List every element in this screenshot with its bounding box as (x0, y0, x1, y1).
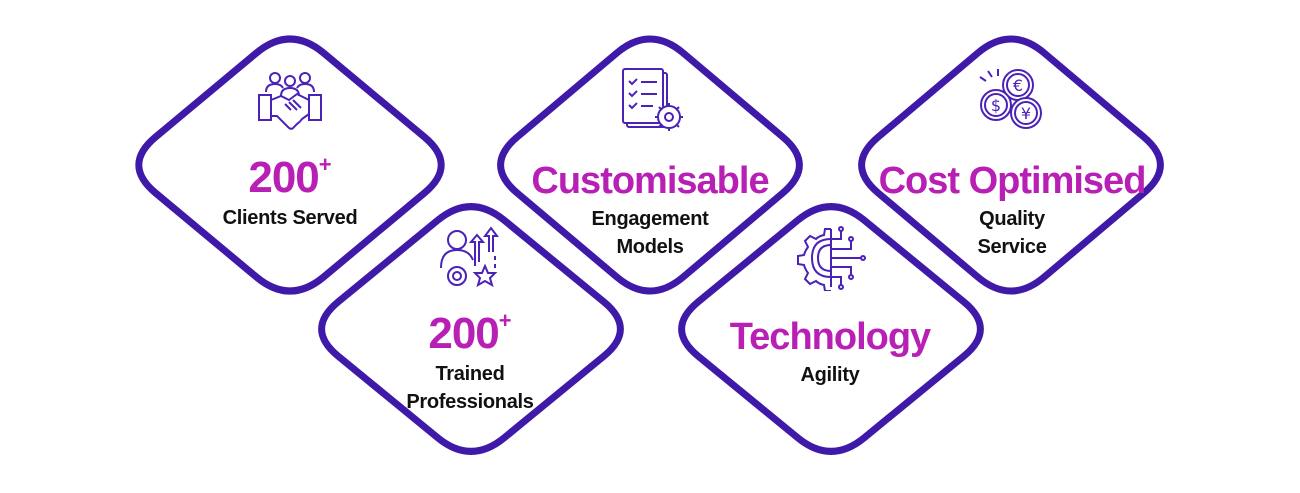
card-subtitle-line-2: Professionals (406, 391, 534, 413)
diamond-frame-4 (678, 203, 984, 455)
card-clients-served: 200+ Clients Served (140, 152, 440, 232)
card-headline: Cost Optimised (878, 160, 1147, 202)
card-technology-agility: Technology Agility (660, 318, 1000, 389)
card-subtitle-line-2: Models (616, 236, 684, 258)
card-headline: 200+ (428, 308, 512, 358)
card-subtitle: Agility (800, 364, 860, 386)
card-trained-professionals: 200+ Trained Professionals (320, 308, 620, 416)
diamond-frame-3 (497, 35, 803, 295)
currency-coins-icon: € $ ¥ (974, 67, 1046, 133)
diamond-halo (138, 39, 442, 291)
svg-text:¥: ¥ (1021, 104, 1031, 123)
card-subtitle: Clients Served (222, 207, 358, 229)
diamond-frame-2 (318, 203, 624, 455)
card-headline: 200+ (248, 152, 332, 202)
svg-text:$: $ (991, 96, 1001, 115)
diamond-frame-5 (858, 35, 1164, 295)
card-subtitle-line-1: Quality (979, 208, 1045, 230)
card-cost-optimised: Cost Optimised Quality Service (842, 162, 1182, 261)
handshake-team-icon (257, 70, 323, 132)
tech-gear-circuit-icon (797, 225, 867, 291)
card-subtitle-line-2: Service (977, 236, 1047, 258)
svg-text:€: € (1013, 76, 1023, 95)
card-customisable: Customisable Engagement Models (480, 162, 820, 261)
card-headline: Customisable (531, 160, 769, 202)
card-subtitle-line-1: Trained (435, 363, 505, 385)
card-headline: Technology (729, 316, 931, 358)
checklist-gear-icon (619, 67, 685, 133)
diamond-frame-1 (135, 35, 445, 295)
professional-growth-icon (437, 226, 503, 290)
card-subtitle-line-1: Engagement (591, 208, 709, 230)
